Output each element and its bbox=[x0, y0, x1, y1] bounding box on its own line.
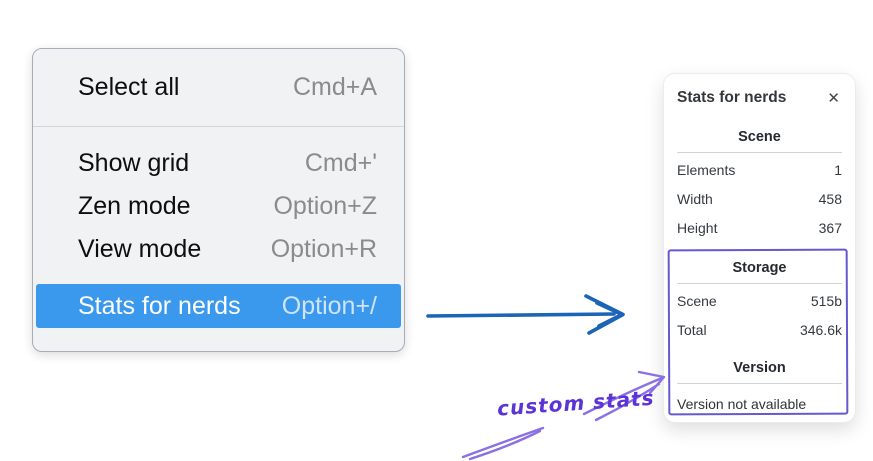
menu-item-stats-for-nerds[interactable]: Stats for nerds Option+/ bbox=[36, 284, 401, 328]
menu-item-label: View mode bbox=[78, 235, 202, 263]
menu-item-zen-mode[interactable]: Zen mode Option+Z bbox=[36, 185, 401, 228]
stat-row-elements: Elements 1 bbox=[677, 156, 842, 185]
stat-value: 458 bbox=[818, 191, 842, 207]
stats-panel: Stats for nerds ✕ Scene Elements 1 Width… bbox=[663, 73, 856, 423]
stat-label: Elements bbox=[677, 162, 736, 178]
menu-item-show-grid[interactable]: Show grid Cmd+' bbox=[36, 142, 401, 185]
scene-rows: Elements 1 Width 458 Height 367 bbox=[677, 156, 842, 243]
stat-value: 1 bbox=[834, 162, 842, 178]
menu-item-shortcut: Cmd+' bbox=[304, 149, 377, 177]
context-menu: Select all Cmd+A Show grid Cmd+' Zen mod… bbox=[32, 48, 405, 352]
divider bbox=[677, 152, 842, 153]
menu-item-shortcut: Option+Z bbox=[273, 192, 377, 220]
menu-item-label: Select all bbox=[78, 73, 180, 101]
section-header-storage: Storage bbox=[732, 260, 787, 276]
stat-value: 346.6k bbox=[799, 322, 842, 338]
section-header-scene: Scene bbox=[738, 129, 781, 145]
menu-item-shortcut: Option+/ bbox=[281, 291, 377, 320]
stat-row-total-size: Total 346.6k bbox=[677, 316, 842, 345]
menu-item-label: Show grid bbox=[78, 149, 190, 177]
menu-item-label: Stats for nerds bbox=[78, 291, 241, 320]
section-header-version: Version bbox=[733, 360, 786, 376]
divider bbox=[677, 283, 842, 284]
menu-item-shortcut: Cmd+A bbox=[292, 73, 377, 101]
stat-value: 515b bbox=[810, 293, 842, 309]
close-icon[interactable]: ✕ bbox=[827, 89, 840, 107]
menu-item-label: Zen mode bbox=[78, 192, 191, 220]
stat-row-width: Width 458 bbox=[677, 185, 842, 214]
annotation-label: custom stats bbox=[496, 385, 656, 421]
menu-separator bbox=[33, 126, 404, 127]
stat-row-height: Height 367 bbox=[677, 214, 842, 243]
stats-panel-header: Stats for nerds ✕ bbox=[677, 88, 842, 108]
stat-label: Total bbox=[677, 322, 707, 338]
stats-panel-title: Stats for nerds bbox=[677, 89, 787, 106]
version-note: Version not available bbox=[677, 396, 807, 412]
storage-rows: Scene 515b Total 346.6k bbox=[677, 287, 842, 345]
stat-row-scene-size: Scene 515b bbox=[677, 287, 842, 316]
stat-value: 367 bbox=[818, 220, 842, 236]
stat-label: Height bbox=[677, 220, 718, 236]
divider bbox=[677, 383, 842, 384]
menu-item-shortcut: Option+R bbox=[270, 235, 377, 263]
stat-label: Scene bbox=[677, 293, 717, 309]
stat-label: Width bbox=[677, 191, 713, 207]
menu-item-select-all[interactable]: Select all Cmd+A bbox=[36, 49, 401, 126]
menu-group: Show grid Cmd+' Zen mode Option+Z View m… bbox=[36, 127, 401, 328]
menu-item-view-mode[interactable]: View mode Option+R bbox=[36, 228, 401, 271]
